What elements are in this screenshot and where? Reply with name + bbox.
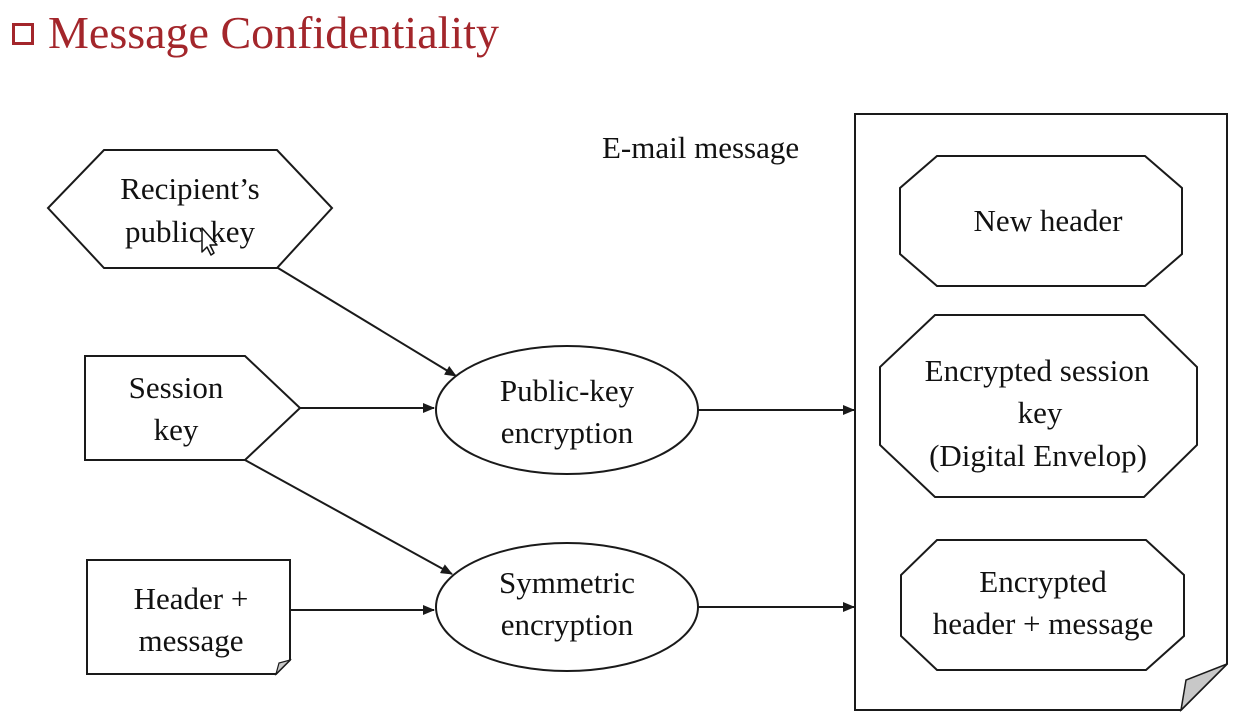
public-key-encryption-line-1: Public-key — [500, 373, 635, 408]
header-message-node: Header + message — [86, 559, 293, 677]
public-key-encryption-line-2: encryption — [501, 415, 634, 450]
mouse-cursor-icon — [201, 227, 218, 256]
public-key-encryption-node: Public-key encryption — [435, 345, 699, 475]
encrypted-header-message-line-2: header + message — [933, 606, 1154, 641]
recipient-public-key-line-2: public key — [125, 214, 255, 249]
encrypted-header-message-line-1: Encrypted — [979, 564, 1107, 599]
svg-text:encryption: encryption — [501, 607, 634, 642]
new-header-node: New header — [899, 155, 1183, 287]
title-row: Message Confidentiality — [12, 4, 499, 60]
encrypted-session-key-line-2: key — [1018, 395, 1063, 430]
document-fold-icon — [1179, 663, 1228, 713]
session-key-line-2: key — [154, 412, 199, 447]
symmetric-encryption-node: Symmetric encryption — [435, 542, 699, 672]
svg-text:key: key — [154, 412, 199, 447]
svg-text:Encrypted: Encrypted — [979, 564, 1107, 599]
header-message-line-1: Header + — [134, 581, 249, 616]
svg-text:Recipient’s: Recipient’s — [120, 171, 259, 206]
svg-text:New header: New header — [974, 203, 1124, 238]
svg-text:header + message: header + message — [933, 606, 1154, 641]
recipient-public-key-node: Recipient’s public key — [46, 149, 334, 269]
svg-text:Header +: Header + — [134, 581, 249, 616]
email-message-label: E-mail message — [602, 130, 799, 165]
arrow-public-key-to-encryption — [277, 267, 457, 377]
recipient-public-key-line-1: Recipient’s — [120, 171, 259, 206]
header-message-fold-icon — [274, 658, 293, 677]
svg-text:encryption: encryption — [501, 415, 634, 450]
encrypted-session-key-line-1: Encrypted session — [925, 353, 1150, 388]
encrypted-session-key-node: Encrypted session key (Digital Envelop) — [879, 314, 1198, 498]
svg-text:(Digital Envelop): (Digital Envelop) — [929, 438, 1147, 473]
arrow-session-key-to-symmetric-encryption — [244, 459, 453, 575]
page-title: Message Confidentiality — [48, 6, 499, 58]
encrypted-header-message-node: Encrypted header + message — [900, 539, 1185, 671]
svg-text:Symmetric: Symmetric — [499, 565, 635, 600]
new-header-text: New header — [974, 203, 1124, 238]
session-key-line-1: Session — [129, 370, 224, 405]
symmetric-encryption-line-1: Symmetric — [499, 565, 635, 600]
svg-text:public key: public key — [125, 214, 255, 249]
svg-text:Public-key: Public-key — [500, 373, 635, 408]
session-key-node: Session key — [84, 355, 302, 461]
svg-text:Encrypted session: Encrypted session — [925, 353, 1150, 388]
svg-text:key: key — [1018, 395, 1063, 430]
encrypted-session-key-line-3: (Digital Envelop) — [929, 438, 1147, 473]
svg-text:message: message — [138, 623, 243, 658]
square-bullet-icon — [12, 23, 34, 45]
svg-text:Session: Session — [129, 370, 224, 405]
symmetric-encryption-line-2: encryption — [501, 607, 634, 642]
header-message-line-2: message — [138, 623, 243, 658]
